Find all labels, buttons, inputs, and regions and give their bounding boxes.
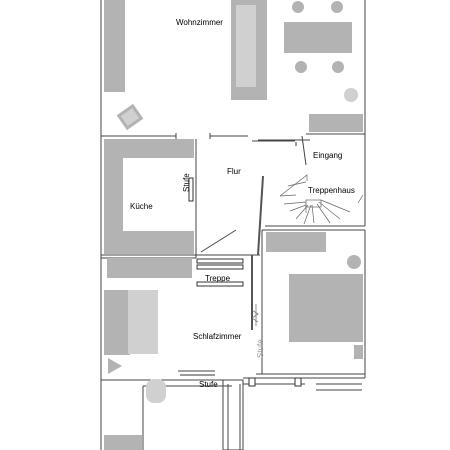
chair-bottom	[295, 61, 307, 73]
dining-table	[284, 22, 352, 53]
chair-bottom-2	[332, 61, 344, 73]
sideboard-eingang	[309, 114, 363, 132]
schlafzimmer-furniture	[104, 255, 363, 376]
plant	[344, 88, 358, 102]
label-flur: Flur	[227, 167, 241, 176]
stufe-step-kitchen	[188, 177, 194, 202]
label-schlafzimmer: Schlafzimmer	[193, 332, 242, 341]
bottom-area	[104, 377, 365, 450]
lamp	[347, 255, 361, 269]
label-eingang: Eingang	[313, 151, 342, 160]
stair-block-left	[107, 258, 192, 278]
wardrobe	[104, 290, 130, 355]
label-treppenhaus: Treppenhaus	[308, 186, 355, 195]
armchair	[116, 103, 144, 131]
bottom-counter	[104, 435, 142, 450]
kitchen-counter	[104, 139, 194, 254]
stair-block-right	[266, 232, 326, 252]
label-stufe-kitchen: Stufe	[182, 173, 191, 192]
chair-top-2	[331, 1, 343, 13]
label-kueche: Küche	[130, 202, 153, 211]
nightstand	[354, 345, 363, 359]
chair-triangle	[108, 358, 122, 374]
double-bed	[289, 274, 363, 342]
treppe-stairs	[107, 232, 326, 287]
kueche-furniture	[104, 139, 194, 254]
sofa-cushion	[236, 5, 256, 87]
treppenhaus-stairs	[279, 174, 364, 225]
bottom-frame	[222, 379, 244, 450]
chair-top	[292, 1, 304, 13]
flur-doors	[200, 135, 307, 256]
label-wohnzimmer: Wohnzimmer	[176, 18, 223, 27]
label-stufe-bedroom: Stufe	[256, 339, 265, 358]
toilet	[146, 379, 166, 403]
label-treppe: Treppe	[205, 274, 231, 283]
shelf-left	[104, 0, 125, 92]
bed-left	[128, 290, 158, 354]
wohnzimmer-furniture	[104, 0, 363, 132]
label-stufe-bottom: Stufe	[199, 380, 218, 389]
walls	[100, 0, 366, 450]
